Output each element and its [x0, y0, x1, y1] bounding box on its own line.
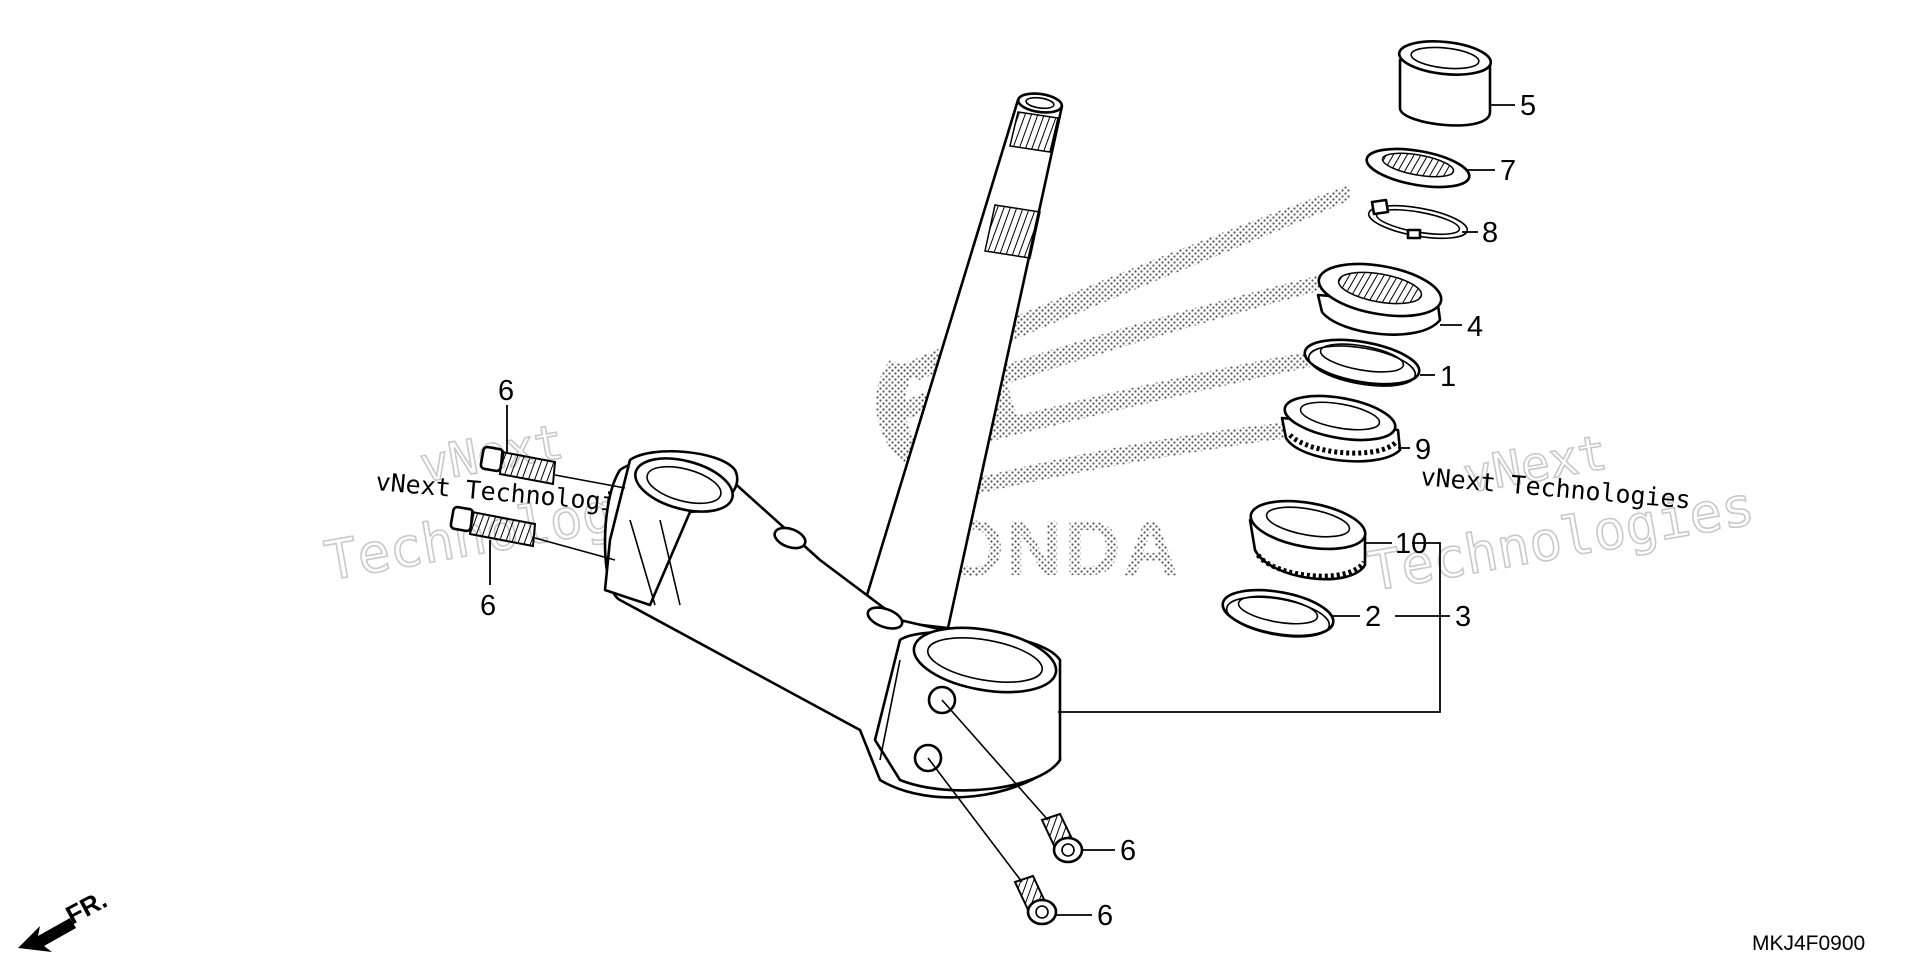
bolt-left-upper [479, 445, 557, 486]
callout-1: 1 [1440, 361, 1456, 393]
callout-9: 9 [1415, 434, 1431, 466]
callout-7: 7 [1500, 155, 1516, 187]
callout-5: 5 [1520, 90, 1536, 122]
callout-10: 10 [1395, 528, 1427, 560]
callout-2: 2 [1365, 601, 1381, 633]
callout-8: 8 [1482, 217, 1498, 249]
front-arrow-icon: FR. [18, 884, 112, 952]
callout-6-lower-left: 6 [480, 590, 496, 622]
callout-6-upper-right: 6 [1120, 835, 1136, 867]
callout-6-lower-right: 6 [1097, 900, 1113, 932]
callout-3: 3 [1455, 601, 1471, 633]
leader-lines [489, 104, 1515, 916]
callouts: 5 7 8 4 1 9 10 2 3 6 6 6 6 [480, 90, 1536, 932]
diagram-code: MKJ4F0900 [1752, 932, 1865, 955]
part-2-seal [1221, 588, 1335, 638]
part-8-washer [1367, 198, 1469, 240]
steering-stem [858, 92, 1064, 630]
bolt-right-lower [1013, 874, 1058, 926]
part-7-locknut [1365, 147, 1471, 189]
part-9-bearing [1280, 394, 1402, 463]
part-4-adjust-nut [1316, 262, 1443, 336]
bolt-left-lower [449, 505, 537, 548]
part-1-seal [1303, 338, 1421, 387]
callout-6-upper-left: 6 [498, 375, 514, 407]
bottom-bridge [603, 450, 1062, 799]
callout-4: 4 [1467, 311, 1483, 343]
part-5-cap [1397, 40, 1493, 127]
part-10-bearing [1248, 499, 1367, 581]
bolt-right-upper [1040, 812, 1084, 864]
